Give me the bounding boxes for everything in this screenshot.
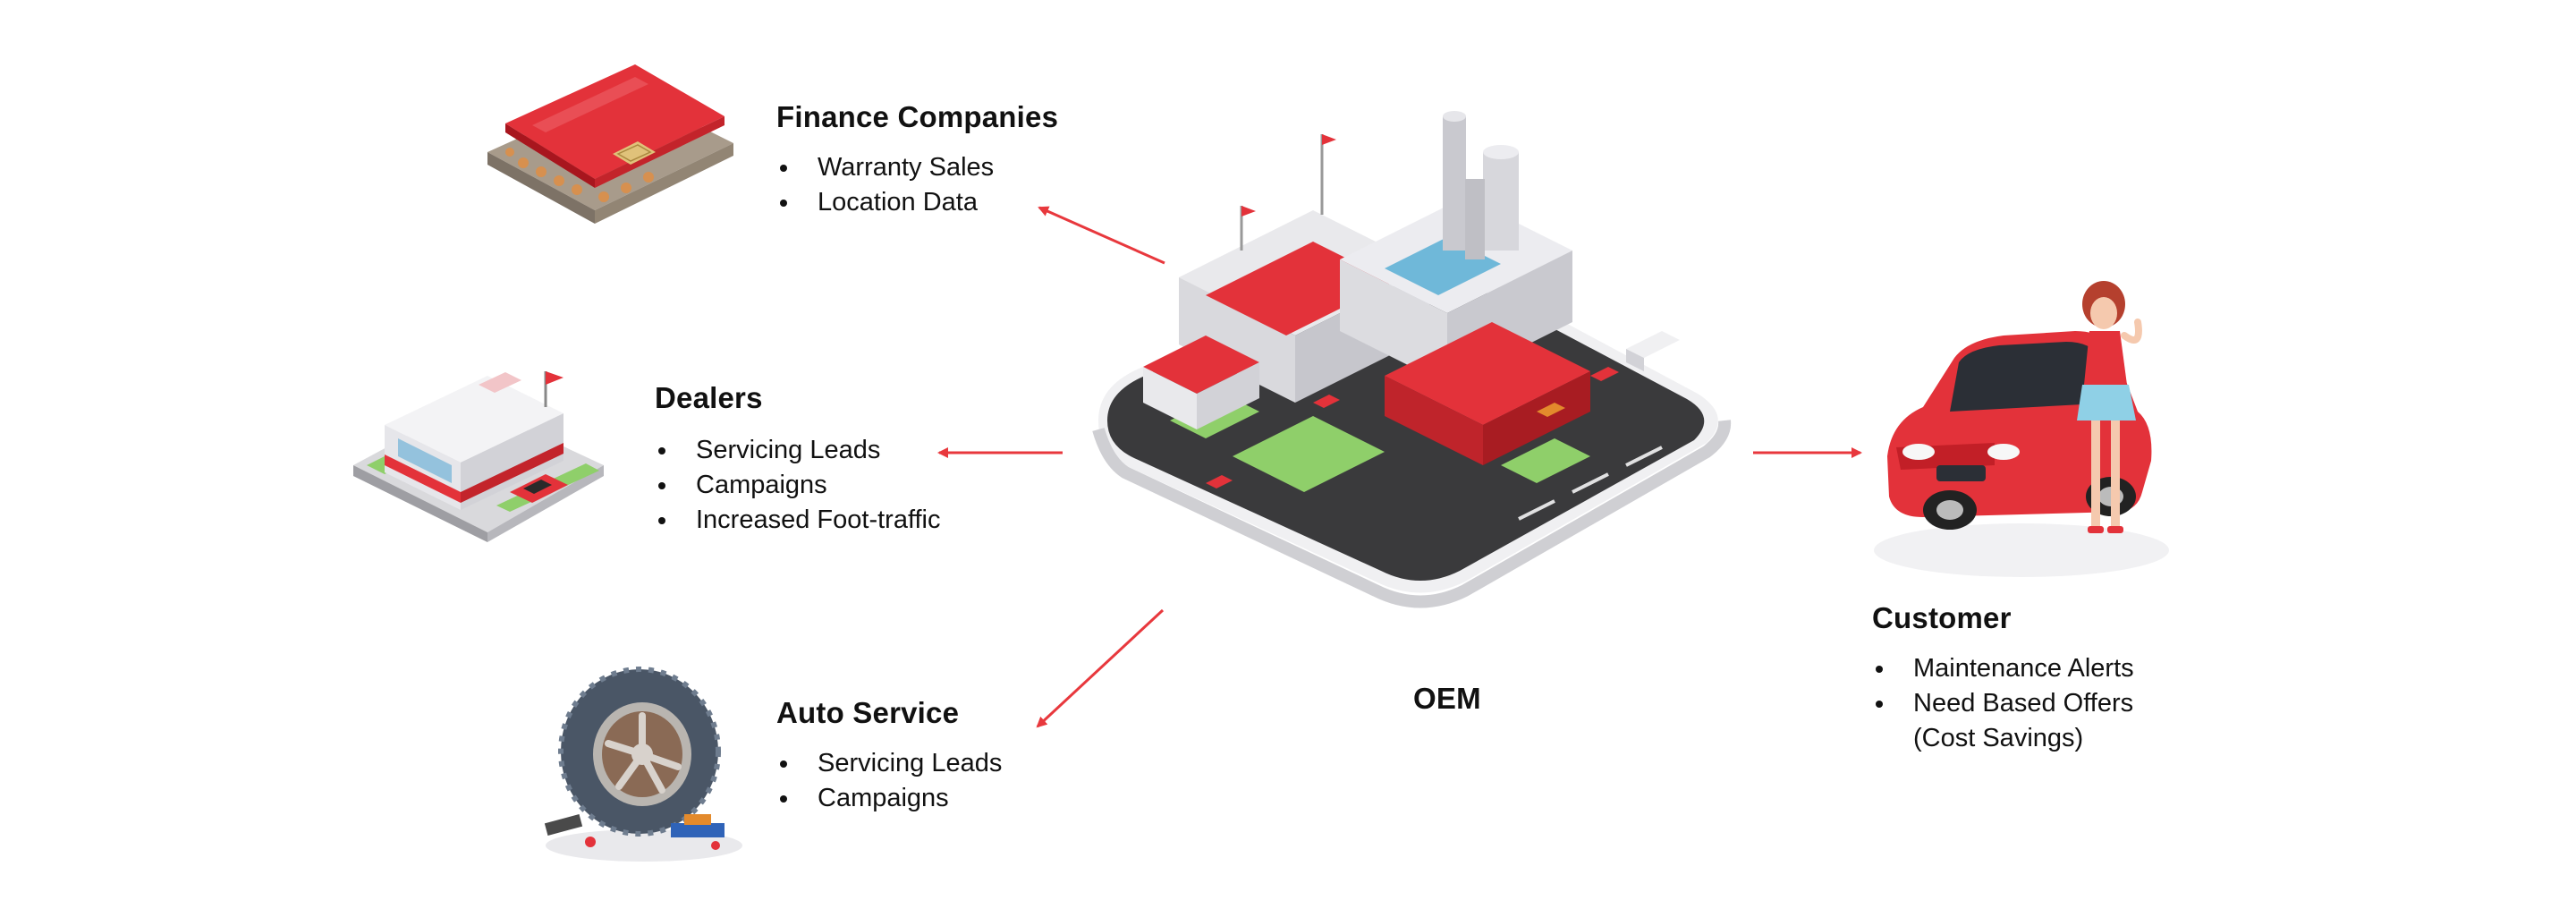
arrow-to-finance [1038, 206, 1165, 265]
dealers-items: Servicing Leads Campaigns Increased Foot… [655, 433, 940, 538]
dealers-title: Dealers [655, 381, 763, 414]
credit-card-icon [487, 64, 733, 224]
dealership-icon [353, 371, 604, 542]
finance-items: Warranty Sales Location Data [776, 150, 1058, 220]
arrow-to-auto-service [1036, 608, 1165, 728]
auto-service-item: Servicing Leads [776, 746, 1002, 781]
car-with-person-icon [1874, 281, 2169, 577]
auto-service-node: Auto Service Servicing Leads Campaigns [776, 696, 1002, 816]
auto-service-title: Auto Service [776, 696, 960, 729]
dealers-item: Servicing Leads [655, 433, 940, 468]
auto-service-item: Campaigns [776, 781, 1002, 816]
dealers-item: Increased Foot-traffic [655, 503, 940, 538]
factory-icon [1092, 111, 1732, 608]
finance-item: Location Data [776, 185, 1058, 220]
finance-node: Finance Companies Warranty Sales Locatio… [776, 100, 1058, 220]
dealers-item: Campaigns [655, 468, 940, 503]
customer-item-continuation: (Cost Savings) [1913, 724, 2084, 752]
customer-items: Maintenance Alerts Need Based Offers (Co… [1872, 651, 2134, 756]
finance-item: Warranty Sales [776, 150, 1058, 185]
oem-title: OEM [1413, 682, 1481, 715]
customer-item: Maintenance Alerts [1872, 651, 2134, 686]
customer-item: Need Based Offers [1872, 686, 2134, 721]
dealers-node: Dealers Servicing Leads Campaigns Increa… [655, 381, 940, 538]
customer-node: Customer Maintenance Alerts Need Based O… [1872, 601, 2134, 756]
tire-icon [544, 667, 742, 862]
customer-title: Customer [1872, 601, 2012, 634]
auto-service-items: Servicing Leads Campaigns [776, 746, 1002, 816]
finance-title: Finance Companies [776, 100, 1059, 133]
